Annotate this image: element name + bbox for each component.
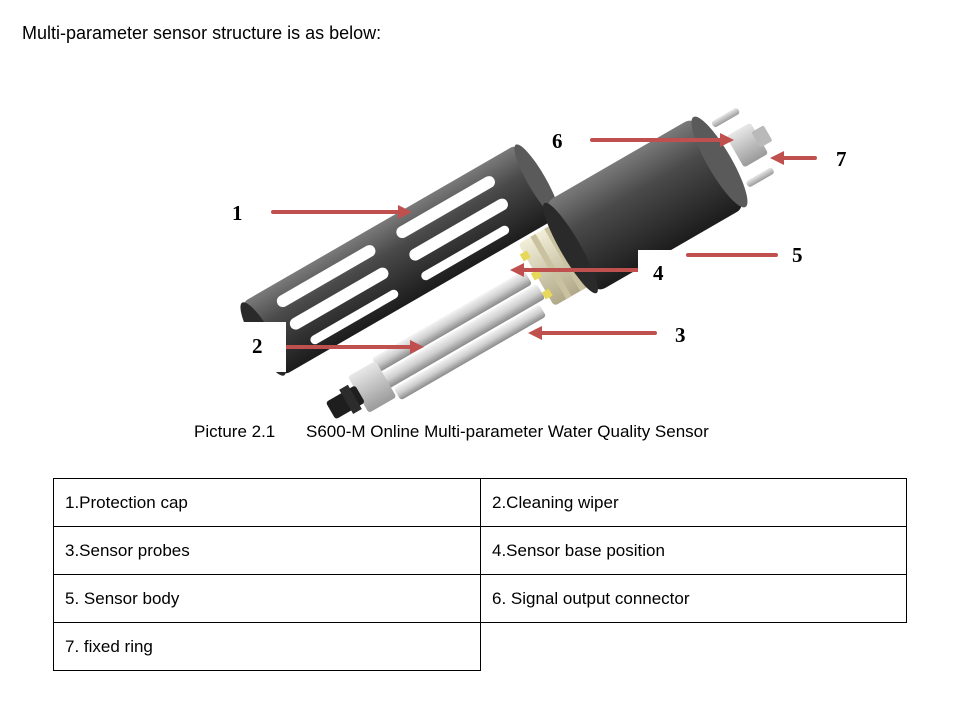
callout-5: 5: [792, 243, 803, 267]
callout-6: 6: [552, 129, 563, 153]
table-cell: 7. fixed ring: [53, 622, 481, 671]
page-heading: Multi-parameter sensor structure is as b…: [22, 23, 382, 43]
table-cell: 6. Signal output connector: [480, 574, 907, 623]
table-row: 1.Protection cap 2.Cleaning wiper: [53, 478, 907, 527]
callout-arrows: [271, 133, 817, 354]
label-patch-4: [638, 250, 680, 290]
callout-4: 4: [653, 261, 664, 285]
sensor-figure: 1 2 3 4 5 6 7: [232, 108, 847, 419]
table-row: 3.Sensor probes 4.Sensor base position: [53, 526, 907, 575]
caption-title: S600-M Online Multi-parameter Water Qual…: [306, 422, 709, 441]
callout-1: 1: [232, 201, 243, 225]
callout-2: 2: [252, 334, 263, 358]
label-patch-2: [240, 322, 286, 372]
table-cell: 2.Cleaning wiper: [480, 478, 907, 527]
callout-7: 7: [836, 147, 847, 171]
table-cell: 4.Sensor base position: [480, 526, 907, 575]
table-cell-empty: [480, 622, 907, 671]
table-row: 7. fixed ring: [53, 622, 907, 671]
parts-table: 1.Protection cap 2.Cleaning wiper 3.Sens…: [53, 478, 907, 671]
table-cell: 1.Protection cap: [53, 478, 481, 527]
table-row: 5. Sensor body 6. Signal output connecto…: [53, 574, 907, 623]
signal-connector: [711, 108, 774, 187]
caption-number: Picture 2.1: [194, 422, 276, 441]
sensor-base: [519, 221, 595, 305]
figure-caption: Picture 2.1 S600-M Online Multi-parameter…: [194, 421, 709, 443]
protection-cap: [240, 144, 560, 376]
callout-3: 3: [675, 323, 686, 347]
table-cell: 3.Sensor probes: [53, 526, 481, 575]
table-cell: 5. Sensor body: [53, 574, 481, 623]
